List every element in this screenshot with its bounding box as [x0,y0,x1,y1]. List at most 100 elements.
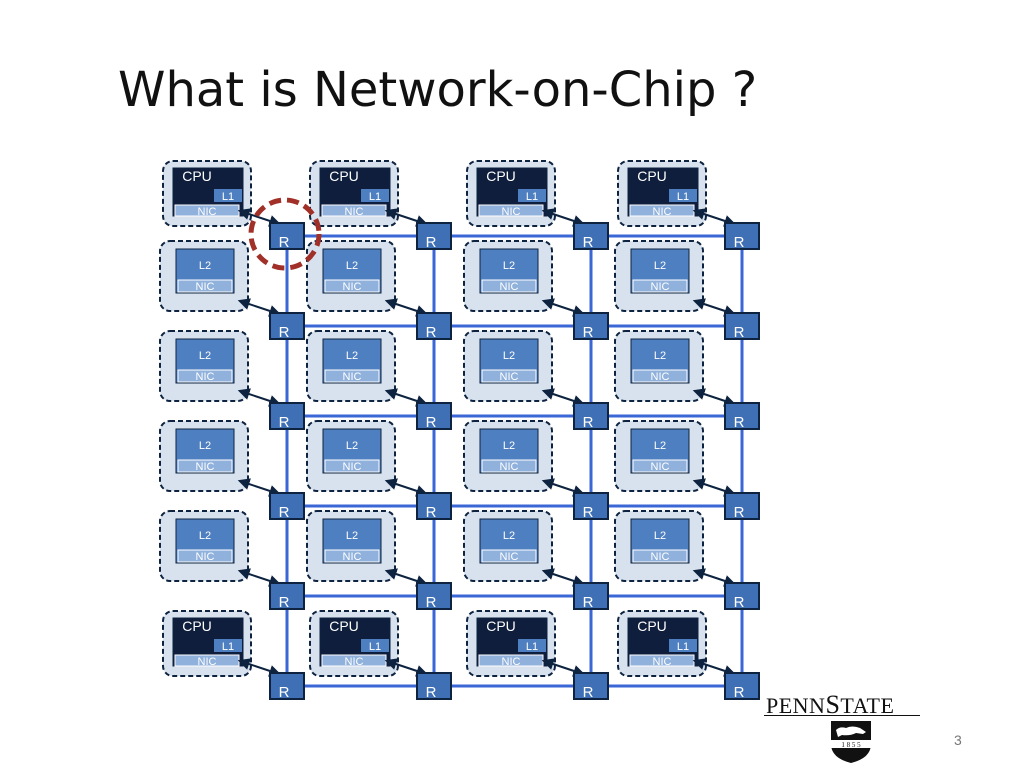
l2-label: L2 [346,440,358,452]
l2-label: L2 [503,260,515,272]
router-label: R [583,234,594,251]
router-box [724,672,760,700]
nic-block [632,279,688,293]
router-2-2: R [573,402,609,431]
nic-label: NIC [651,551,670,563]
svg-text:1 8 5 5: 1 8 5 5 [841,741,861,749]
router-box [724,222,760,250]
nic-router-arrow [541,658,586,677]
highlight-circle [248,197,322,271]
router-label: R [279,594,290,611]
l1-cache [214,639,242,652]
router-label: R [426,684,437,701]
l1-cache [669,639,697,652]
l1-cache [518,189,546,202]
router-box [269,492,305,520]
router-label: R [426,414,437,431]
nic-router-arrow [541,388,586,407]
nic-router-arrow [384,208,429,227]
nic-block [632,459,688,473]
router-label: R [583,684,594,701]
nic-block [481,369,537,383]
router-box [269,402,305,430]
router-box [724,312,760,340]
router-4-1: R [416,582,452,611]
nic-label: NIC [651,461,670,473]
cpu-label: CPU [329,168,359,184]
nic-label: NIC [651,371,670,383]
router-box [416,672,452,700]
l1-cache [214,189,242,202]
router-1-0: R [269,312,305,341]
router-label: R [734,414,745,431]
nic-block [177,459,233,473]
router-label: R [426,594,437,611]
nic-label: NIC [198,206,217,218]
l1-label: L1 [369,191,381,203]
nic-block [324,369,380,383]
cpu-label: CPU [637,168,667,184]
router-4-0: R [269,582,305,611]
router-label: R [279,504,290,521]
router-1-2: R [573,312,609,341]
router-box [416,312,452,340]
router-box [416,492,452,520]
nic-block [177,369,233,383]
nic-router-arrow [237,568,282,587]
l2-label: L2 [654,350,666,362]
l1-cache [669,189,697,202]
router-5-1: R [416,672,452,701]
l2-label: L2 [503,440,515,452]
l2-label: L2 [503,350,515,362]
l1-label: L1 [677,191,689,203]
cpu-label: CPU [486,618,516,634]
nic-router-arrow [692,568,737,587]
nic-block [481,459,537,473]
l2-label: L2 [503,530,515,542]
router-3-1: R [416,492,452,521]
l2-label: L2 [199,350,211,362]
router-3-0: R [269,492,305,521]
router-box [724,402,760,430]
router-2-1: R [416,402,452,431]
router-4-3: R [724,582,760,611]
router-label: R [583,414,594,431]
highlight-layer [248,197,322,271]
nic-router-arrow [541,568,586,587]
nic-label: NIC [345,206,364,218]
nic-router-arrow [384,388,429,407]
l2-label: L2 [199,530,211,542]
router-label: R [279,414,290,431]
nic-router-arrow [237,478,282,497]
l1-label: L1 [526,641,538,653]
router-box [724,582,760,610]
router-0-0: R [269,222,305,251]
nic-label: NIC [196,551,215,563]
nic-router-arrow [384,658,429,677]
router-label: R [734,504,745,521]
nic-label: NIC [196,371,215,383]
nic-label: NIC [343,371,362,383]
nic-label: NIC [196,461,215,473]
router-0-1: R [416,222,452,251]
router-box [269,222,305,250]
nic-label: NIC [500,281,519,293]
nic-router-arrow [541,478,586,497]
cpu-label: CPU [637,618,667,634]
router-2-0: R [269,402,305,431]
router-5-3: R [724,672,760,701]
l1-cache [518,639,546,652]
